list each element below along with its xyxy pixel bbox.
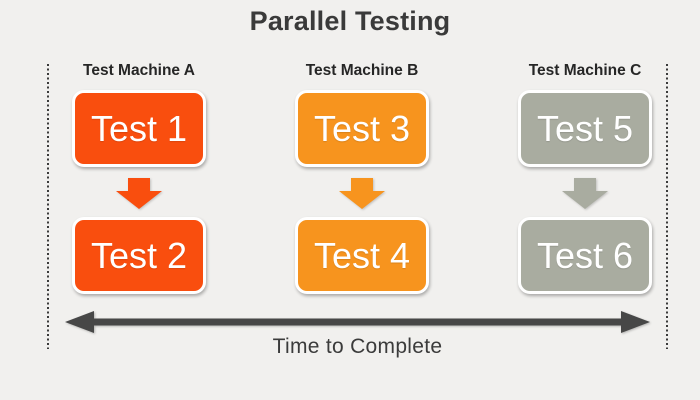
test-3-label: Test 3 [313,107,411,149]
page-title: Parallel Testing [249,6,451,36]
test-5-label: Test 5 [536,107,634,149]
test-1-label: Test 1 [90,107,188,149]
machine-column-a: Test Machine A Test 1 Test 2 [72,61,206,294]
timeline-label: Time to Complete [272,335,443,358]
machine-a-header: Test Machine A [83,62,195,79]
test-1-box: Test 1 [72,90,206,167]
down-arrow-icon [339,178,385,209]
test-3-box: Test 3 [295,90,429,167]
test-6-label: Test 6 [536,234,634,276]
timeline-double-arrow-icon [65,311,650,333]
test-2-label: Test 2 [90,234,188,276]
down-arrow-icon [562,178,608,209]
machine-column-c: Test Machine C Test 5 Test 6 [518,61,652,294]
test-2-box: Test 2 [72,217,206,294]
test-6-box: Test 6 [518,217,652,294]
test-5-box: Test 5 [518,90,652,167]
right-boundary-dotted-line-icon [666,64,668,349]
machine-c-header: Test Machine C [528,62,642,79]
left-boundary-dotted-line-icon [47,64,49,349]
test-4-label: Test 4 [313,234,411,276]
test-4-box: Test 4 [295,217,429,294]
machine-b-header: Test Machine B [305,62,419,79]
down-arrow-icon [116,178,162,209]
machine-column-b: Test Machine B Test 3 Test 4 [295,61,429,294]
